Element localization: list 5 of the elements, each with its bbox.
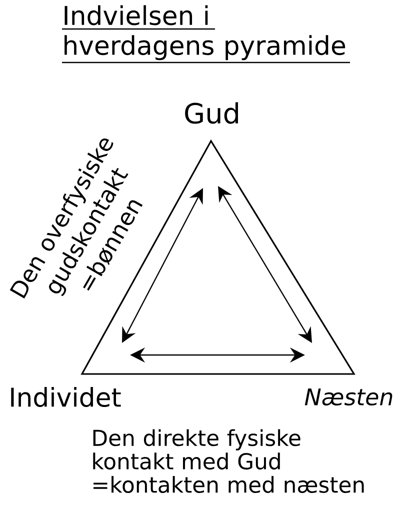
corner-label: Næsten: [304, 388, 392, 406]
corner-label: Gud: [185, 102, 238, 124]
corner-label: Individet: [11, 386, 121, 408]
title: Indvielsen i hverdagens pyramide: [62, 5, 350, 64]
note: Den direkte fysiske kontakt med Gud =kontakten med næsten: [93, 429, 364, 493]
